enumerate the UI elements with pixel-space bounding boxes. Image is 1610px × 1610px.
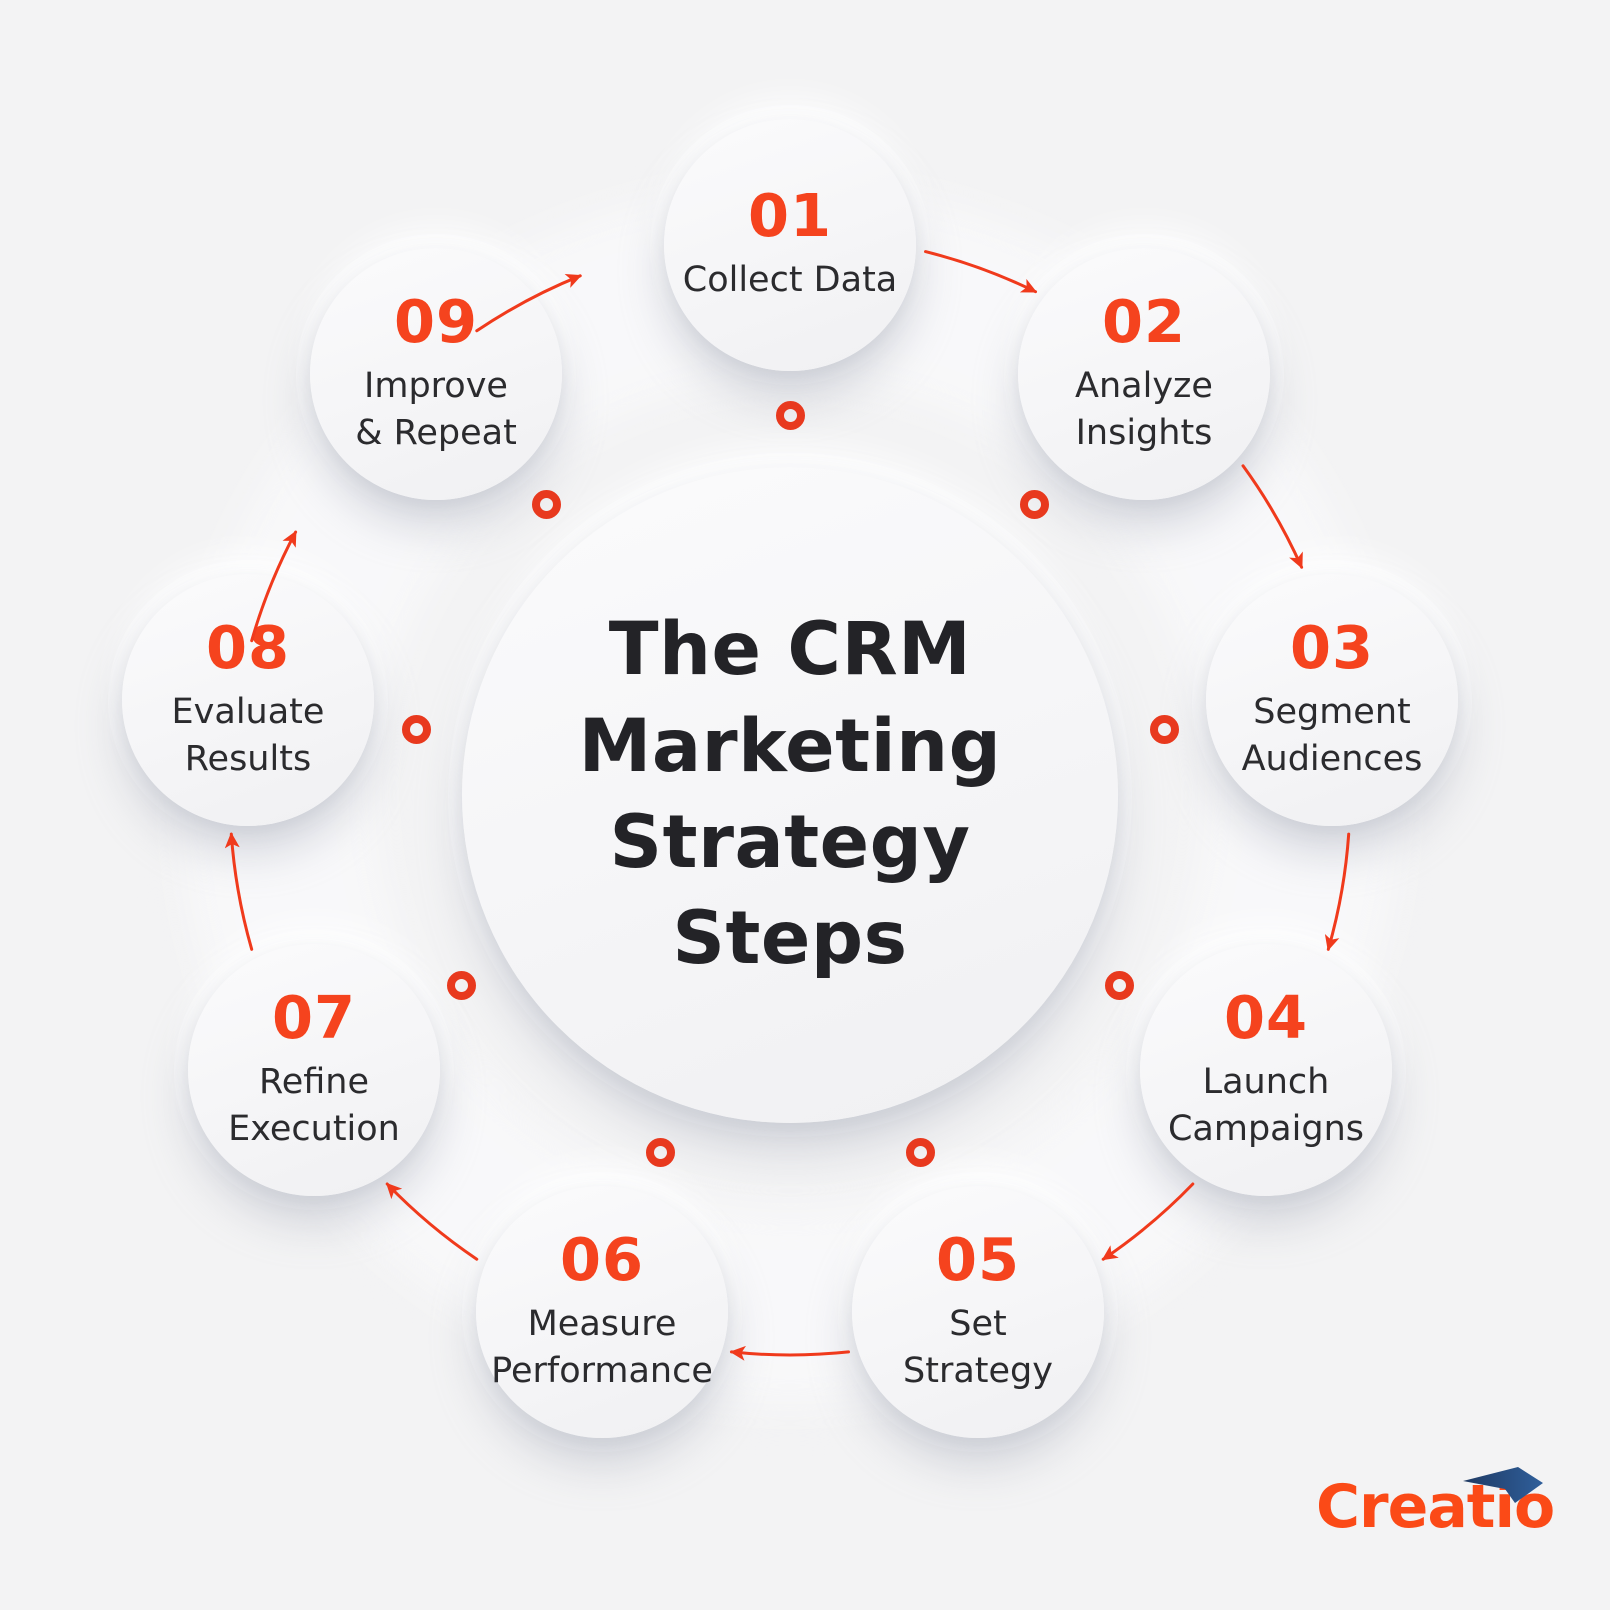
- step-label: Set Strategy: [903, 1301, 1053, 1394]
- arrow-02-03-icon: [1241, 464, 1304, 569]
- center-circle: The CRM Marketing Strategy Steps: [462, 467, 1118, 1123]
- creatio-mark-icon: [1463, 1467, 1543, 1503]
- ring-dot-icon: [646, 1138, 675, 1167]
- creatio-logo: Creatio: [1316, 1467, 1555, 1540]
- step-label-line: Analyze: [1075, 365, 1213, 406]
- step-label-line: Evaluate: [171, 691, 325, 732]
- step-number: 03: [1289, 612, 1375, 682]
- step-label-line: Launch: [1202, 1061, 1330, 1102]
- ring-dot-icon: [776, 401, 805, 430]
- step-label: Measure Performance: [491, 1301, 713, 1394]
- step-circle-07: 07 Refine Execution: [188, 944, 440, 1196]
- step-label-line: Segment: [1253, 691, 1411, 732]
- step-label: Collect Data: [683, 257, 898, 304]
- step-label-line: Insights: [1075, 412, 1213, 453]
- step-label-line: Strategy: [903, 1350, 1053, 1391]
- arrow-05-06-icon: [729, 1345, 850, 1361]
- step-number: 02: [1101, 286, 1187, 356]
- step-circle-09: 09 Improve & Repeat: [310, 248, 562, 500]
- title-line: The CRM: [608, 607, 972, 693]
- title-line: Marketing: [578, 703, 1002, 789]
- arrow-09-01-icon: [475, 274, 582, 333]
- ring-dot-icon: [532, 490, 561, 519]
- step-number: 07: [271, 982, 357, 1052]
- step-label-line: & Repeat: [355, 412, 517, 453]
- step-label-line: Improve: [364, 365, 508, 406]
- step-label: Segment Audiences: [1242, 689, 1423, 782]
- step-circle-06: 06 Measure Performance: [476, 1186, 728, 1438]
- step-label: Refine Execution: [228, 1059, 400, 1152]
- arrow-03-04-icon: [1324, 832, 1351, 952]
- step-label: Evaluate Results: [172, 689, 325, 782]
- step-label: Analyze Insights: [1075, 363, 1213, 456]
- step-number: 05: [935, 1224, 1021, 1294]
- step-circle-08: 08 Evaluate Results: [122, 574, 374, 826]
- ring-dot-icon: [1020, 490, 1049, 519]
- title-line: Strategy: [609, 800, 971, 885]
- step-label-line: Measure: [527, 1303, 677, 1344]
- step-label-line: Execution: [228, 1108, 400, 1149]
- ring-dot-icon: [1150, 715, 1179, 744]
- step-label-line: Set: [949, 1303, 1007, 1344]
- step-label-line: Audiences: [1241, 738, 1423, 779]
- step-circle-04: 04 Launch Campaigns: [1140, 944, 1392, 1196]
- step-label: Improve & Repeat: [355, 363, 517, 456]
- step-number: 06: [559, 1224, 645, 1294]
- arrow-08-09-icon: [250, 530, 298, 643]
- ring-dot-icon: [1105, 971, 1134, 1000]
- step-label-line: Performance: [491, 1350, 713, 1391]
- step-label-line: Campaigns: [1167, 1108, 1364, 1149]
- step-number: 04: [1223, 982, 1309, 1052]
- arrow-06-07-icon: [385, 1182, 479, 1261]
- ring-dot-icon: [402, 715, 431, 744]
- title-line: Steps: [672, 896, 908, 982]
- ring-dot-icon: [447, 971, 476, 1000]
- step-circle-02: 02 Analyze Insights: [1018, 248, 1270, 500]
- step-label-line: Results: [184, 738, 312, 779]
- step-label-line: Refine: [258, 1061, 370, 1102]
- step-circle-01: 01 Collect Data: [664, 119, 916, 371]
- step-label-line: Collect Data: [682, 260, 898, 301]
- step-label: Launch Campaigns: [1168, 1059, 1364, 1152]
- step-circle-05: 05 Set Strategy: [852, 1186, 1104, 1438]
- step-circle-03: 03 Segment Audiences: [1206, 574, 1458, 826]
- step-number: 01: [747, 181, 833, 251]
- diagram-title: The CRM Marketing Strategy Steps: [579, 602, 1002, 987]
- step-number: 09: [393, 286, 479, 356]
- ring-dot-icon: [906, 1138, 935, 1167]
- arrow-01-02-icon: [924, 250, 1038, 294]
- arrow-07-08-icon: [224, 832, 254, 951]
- arrow-04-05-icon: [1101, 1182, 1195, 1261]
- step-number: 08: [205, 612, 291, 682]
